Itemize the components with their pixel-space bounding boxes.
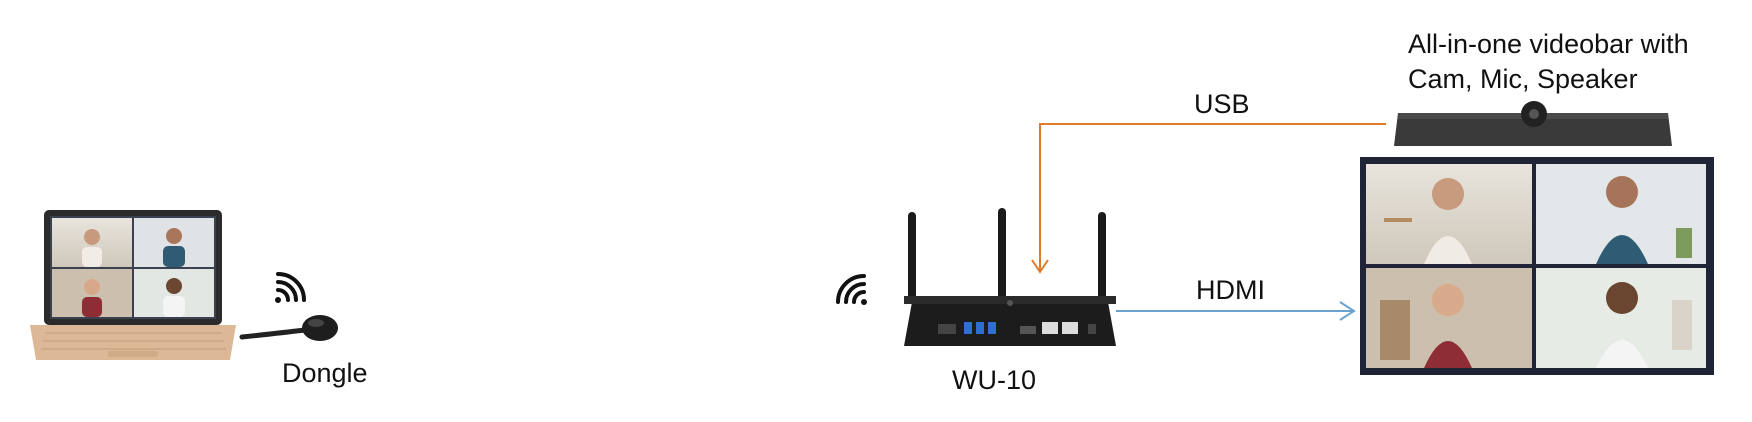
laptop-icon	[30, 210, 236, 360]
hdmi-connection-line	[1116, 301, 1356, 321]
usb-connection-line	[1031, 123, 1386, 274]
dongle-icon	[239, 315, 338, 341]
videobar-label-line1: All-in-one videobar with	[1408, 29, 1689, 59]
receiver-label: WU-10	[952, 365, 1037, 395]
videobar-label-line2: Cam, Mic, Speaker	[1408, 64, 1638, 94]
router-icon	[904, 208, 1116, 346]
dongle-label: Dongle	[282, 358, 368, 388]
wifi-icon	[275, 272, 306, 303]
hdmi-label: HDMI	[1196, 275, 1265, 305]
laptop-video-tiles	[52, 218, 214, 317]
usb-label: USB	[1194, 89, 1250, 119]
display-icon	[1360, 157, 1714, 375]
wifi-icon	[836, 274, 867, 305]
videobar-icon	[1394, 101, 1672, 146]
